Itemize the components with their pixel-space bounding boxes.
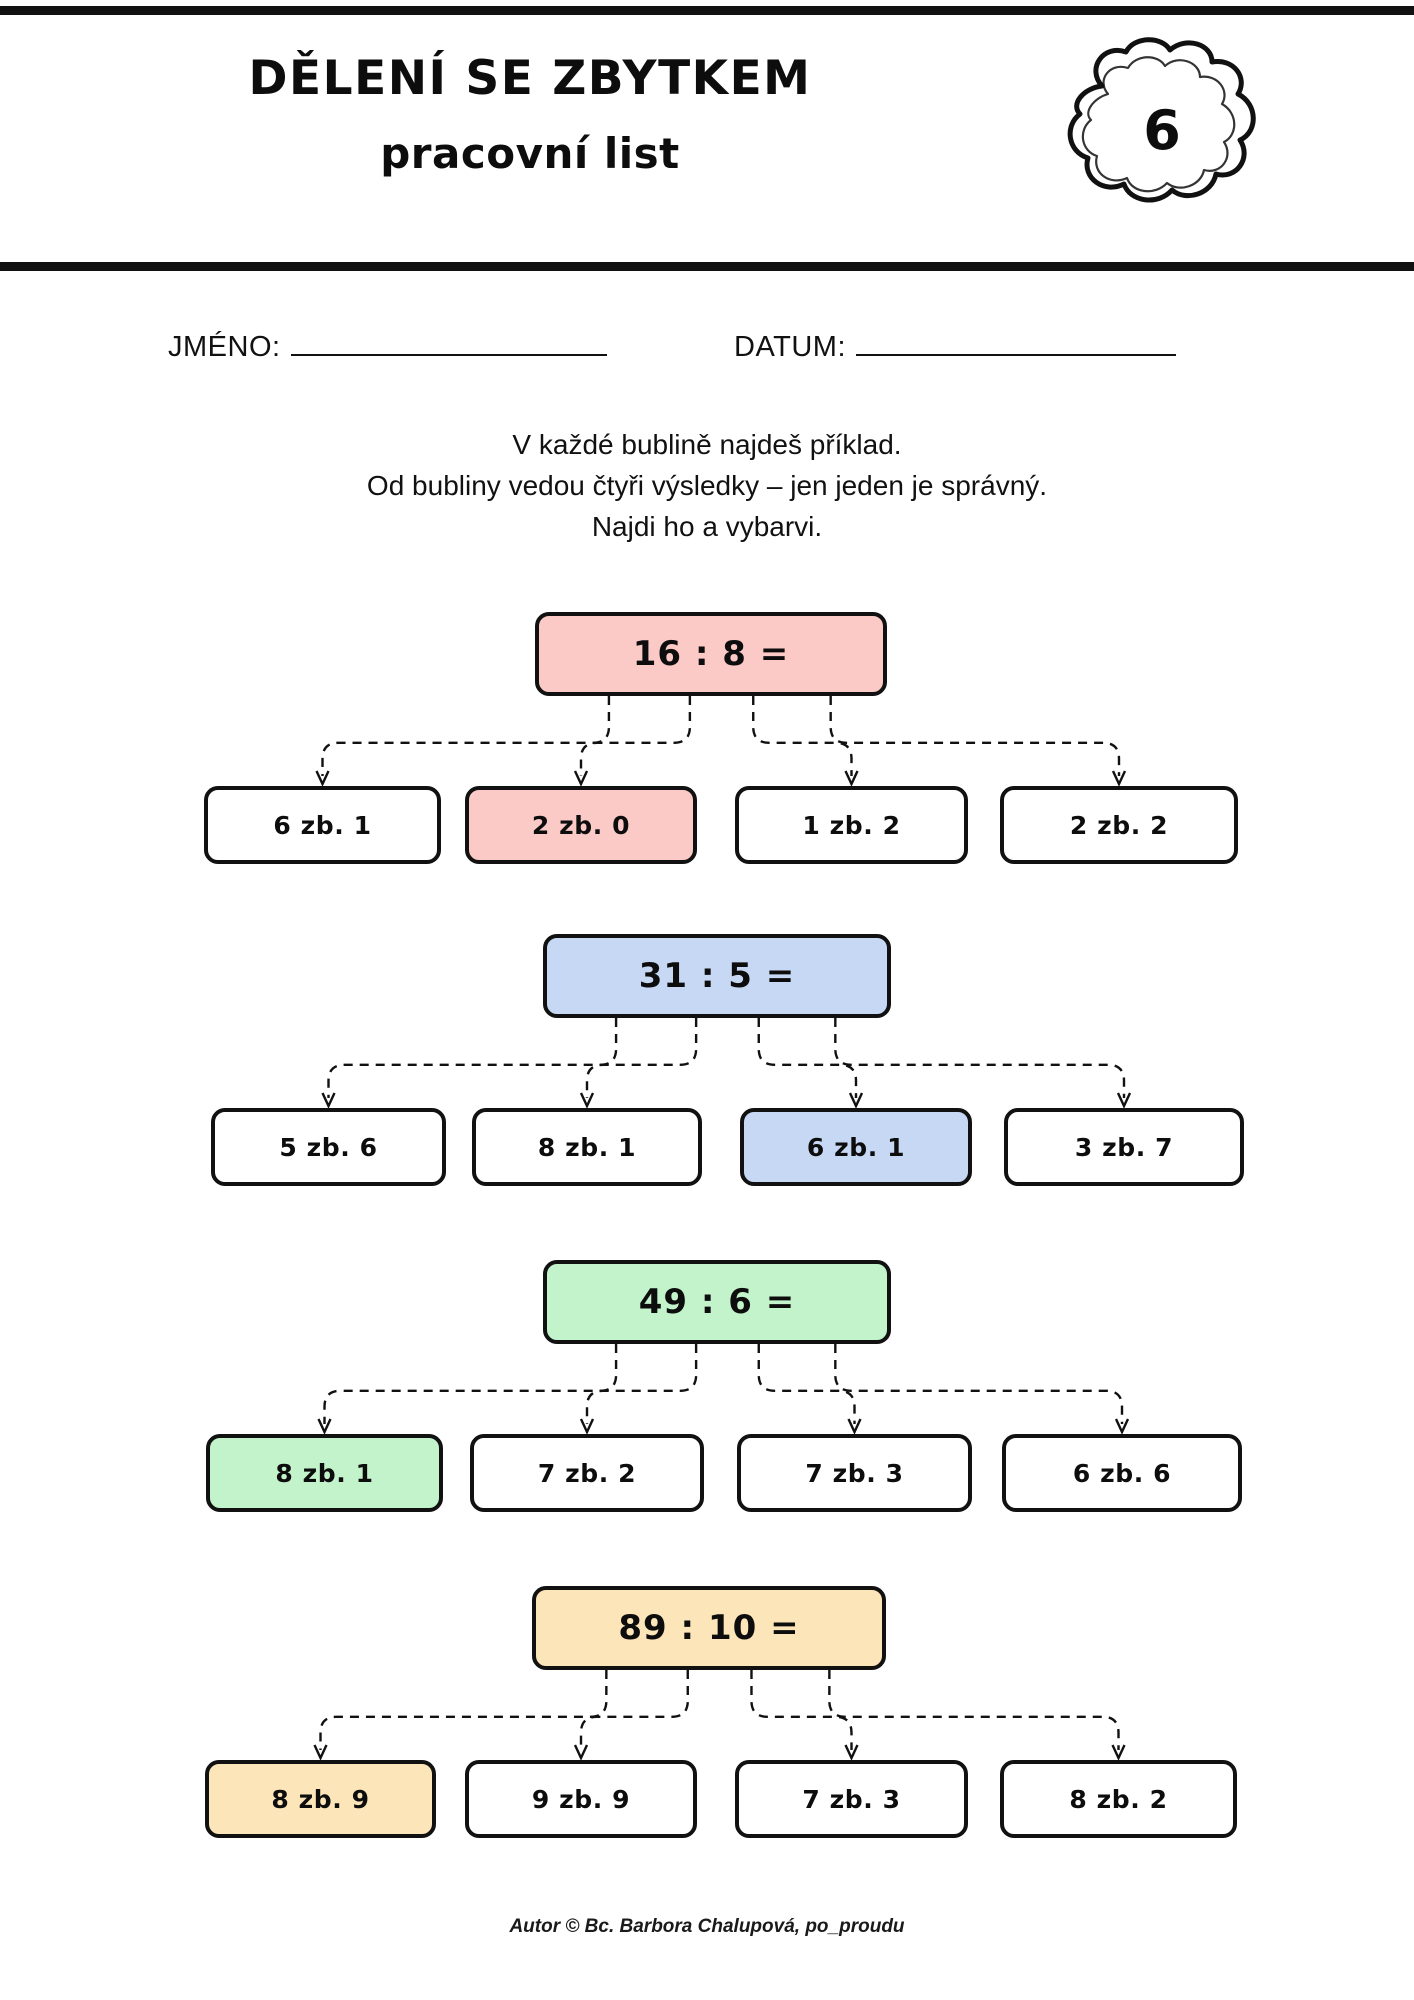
header: DĚLENÍ SE ZBYTKEM pracovní list 6 <box>0 20 1414 258</box>
cloud-badge: 6 <box>1046 34 1272 220</box>
answer-option[interactable]: 8 zb. 1 <box>472 1108 702 1186</box>
answer-option[interactable]: 8 zb. 9 <box>205 1760 436 1838</box>
cloud-icon <box>1067 37 1256 203</box>
problem-prompt-3: 49 : 6 = <box>543 1260 891 1344</box>
problem-prompt-2: 31 : 5 = <box>543 934 891 1018</box>
problem-prompt-1: 16 : 8 = <box>535 612 887 696</box>
answer-row-4: 8 zb. 9 9 zb. 9 7 zb. 3 8 zb. 2 <box>0 1760 1414 1838</box>
header-bottom-rule <box>0 262 1414 271</box>
name-date-row: JMÉNO: DATUM: <box>168 330 1268 374</box>
answer-option[interactable]: 6 zb. 1 <box>204 786 441 864</box>
answer-option[interactable]: 6 zb. 6 <box>1002 1434 1242 1512</box>
answer-row-1: 6 zb. 1 2 zb. 0 1 zb. 2 2 zb. 2 <box>0 786 1414 864</box>
page-title: DĚLENÍ SE ZBYTKEM <box>248 51 812 106</box>
answer-option[interactable]: 3 zb. 7 <box>1004 1108 1244 1186</box>
answer-option[interactable]: 7 zb. 3 <box>735 1760 968 1838</box>
connector-lines-1 <box>0 696 1414 786</box>
answer-option[interactable]: 8 zb. 1 <box>206 1434 443 1512</box>
instruction-line-3: Najdi ho a vybarvi. <box>591 510 823 542</box>
header-top-rule <box>0 6 1414 15</box>
answer-row-2: 5 zb. 6 8 zb. 1 6 zb. 1 3 zb. 7 <box>0 1108 1414 1186</box>
name-label: JMÉNO: <box>168 331 281 363</box>
badge-number: 6 <box>1143 98 1181 162</box>
problem-prompt-4: 89 : 10 = <box>532 1586 886 1670</box>
connector-lines-4 <box>0 1670 1414 1760</box>
footer-credit: Autor © Bc. Barbora Chalupová, po_proudu <box>509 1916 905 1937</box>
instruction-line-2: Od bubliny vedou čtyři výsledky – jen je… <box>366 469 1048 501</box>
answer-option[interactable]: 2 zb. 0 <box>465 786 697 864</box>
page-subtitle: pracovní list <box>380 129 680 179</box>
date-field-group: DATUM: <box>734 330 1177 364</box>
date-label: DATUM: <box>734 331 847 363</box>
name-field-group: JMÉNO: <box>168 330 607 364</box>
name-input[interactable] <box>290 330 607 356</box>
answer-option[interactable]: 2 zb. 2 <box>1000 786 1238 864</box>
answer-option[interactable]: 9 zb. 9 <box>465 1760 697 1838</box>
answer-option[interactable]: 6 zb. 1 <box>740 1108 972 1186</box>
answer-option[interactable]: 1 zb. 2 <box>735 786 968 864</box>
date-input[interactable] <box>856 330 1177 356</box>
answer-option[interactable]: 5 zb. 6 <box>211 1108 446 1186</box>
connector-lines-2 <box>0 1018 1414 1108</box>
connector-lines-3 <box>0 1344 1414 1434</box>
answer-row-3: 8 zb. 1 7 zb. 2 7 zb. 3 6 zb. 6 <box>0 1434 1414 1512</box>
answer-option[interactable]: 7 zb. 2 <box>470 1434 704 1512</box>
instruction-line-1: V každé bublině najdeš příklad. <box>512 429 902 460</box>
answer-option[interactable]: 8 zb. 2 <box>1000 1760 1237 1838</box>
instructions: V každé bublině najdeš příklad. Od bubli… <box>0 425 1414 548</box>
title-block: DĚLENÍ SE ZBYTKEM pracovní list <box>0 51 1060 179</box>
answer-option[interactable]: 7 zb. 3 <box>737 1434 972 1512</box>
